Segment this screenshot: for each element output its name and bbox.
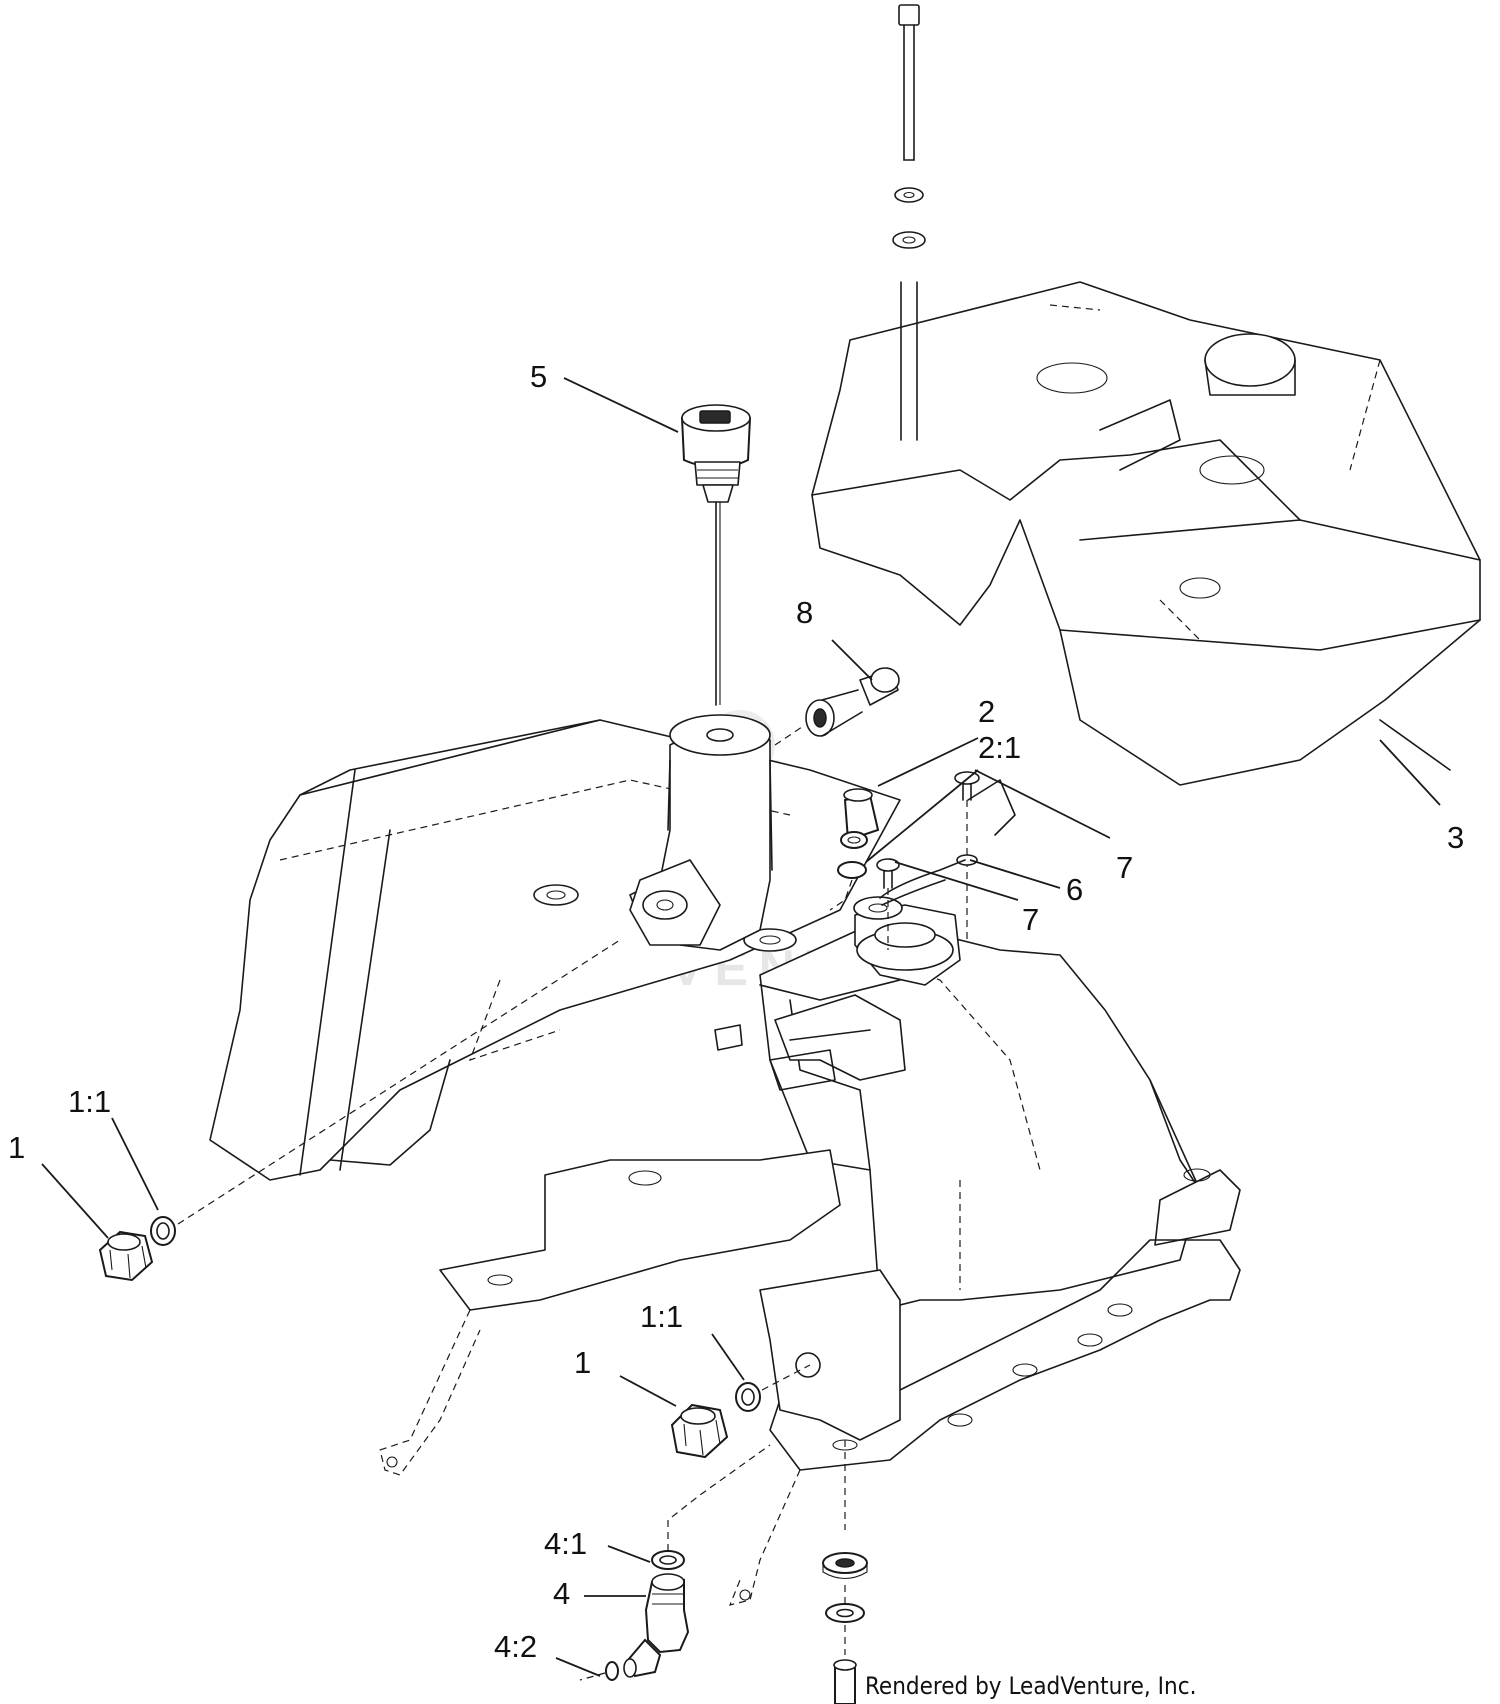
part-6-clip [879,854,978,906]
callout-4: 4 [553,1576,570,1611]
part-1-plug-bottom [670,1403,729,1459]
callout-2: 2 [978,694,995,729]
callout-1-1-bottom: 1:1 [640,1299,683,1334]
part-1-1-oring-bottom [735,1382,761,1412]
bolt-stack-bottom [822,1440,868,1704]
callout-1-left: 1 [8,1130,25,1165]
part-2-cap [840,788,880,849]
callout-7-upper: 7 [1116,850,1133,885]
callout-1-1-left: 1:1 [68,1084,111,1119]
part-5-dipstick [680,404,752,706]
callout-2-1: 2:1 [978,730,1021,765]
part-8-grommet [774,667,900,746]
render-credit: Rendered by LeadVenture, Inc. [865,1672,1196,1700]
callout-5: 5 [530,359,547,394]
callout-3: 3 [1447,820,1464,855]
callout-4-1: 4:1 [544,1526,587,1561]
main-tank-assembly [209,714,1241,1606]
callout-8: 8 [796,595,813,630]
part-3-weight [811,281,1481,786]
axis-line-left [177,939,621,1225]
bolt-stack-top [892,4,926,441]
leader-lines [41,377,1441,1677]
part-7-screws [876,771,1016,950]
callout-6: 6 [1066,872,1083,907]
callout-4-2: 4:2 [494,1629,537,1664]
part-2-1-oring [829,861,867,911]
axis-line-bottom [761,1364,811,1391]
part-1-plug-left [98,1230,154,1282]
part-4-elbow-fitting [579,1444,771,1681]
callout-1-bottom: 1 [574,1345,591,1380]
callout-labels: 5 8 2 2:1 7 6 7 3 1:1 1 1:1 1 4:1 4 4:2 [8,359,1464,1664]
callout-7-lower: 7 [1022,902,1039,937]
part-1-1-oring-left [150,1216,176,1246]
